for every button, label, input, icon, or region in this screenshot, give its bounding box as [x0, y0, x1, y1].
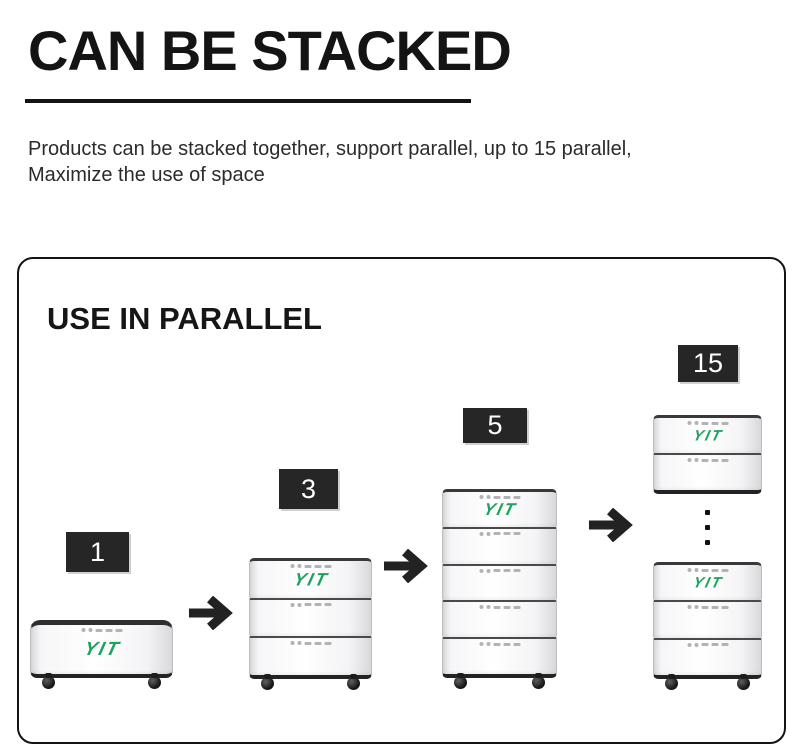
battery-unit: YIT — [442, 489, 557, 527]
count-label-1: 1 — [66, 532, 129, 572]
led-indicators — [687, 568, 728, 572]
yit-logo: YIT — [81, 639, 123, 661]
count-label-15: 15 — [678, 345, 738, 382]
battery-unit — [442, 526, 557, 564]
yit-logo: YIT — [690, 427, 725, 445]
arrow-right-icon — [384, 549, 428, 583]
battery-unit — [653, 637, 762, 679]
wheel-icon — [42, 673, 55, 689]
wheel-icon — [347, 674, 360, 690]
led-indicators — [290, 602, 331, 607]
battery-unit: YIT — [653, 415, 762, 453]
page-title: CAN BE STACKED — [28, 19, 512, 82]
stack-15-lower: YIT — [653, 562, 762, 690]
stack-3: YIT — [249, 558, 372, 690]
led-indicators — [290, 641, 331, 646]
count-label-3: 3 — [279, 469, 338, 509]
led-indicators — [479, 605, 520, 610]
battery-unit: YIT — [653, 562, 762, 601]
wheel-icon — [665, 674, 678, 690]
led-indicators — [687, 458, 728, 462]
led-indicators — [687, 421, 728, 425]
count-label-5: 5 — [463, 408, 527, 443]
led-indicators — [479, 495, 520, 499]
led-indicators — [290, 564, 331, 568]
led-indicators — [687, 642, 728, 647]
battery-unit — [653, 453, 762, 494]
battery-unit — [653, 600, 762, 638]
arrow-right-icon — [189, 596, 233, 630]
yit-logo: YIT — [690, 574, 725, 592]
wheel-icon — [148, 673, 161, 689]
wheel-icon — [261, 674, 274, 690]
stack-5: YIT — [442, 489, 557, 689]
ellipsis-icon — [705, 510, 710, 545]
led-indicators — [479, 531, 520, 536]
battery-unit — [249, 597, 372, 637]
battery-unit — [249, 636, 372, 680]
led-indicators — [479, 642, 520, 647]
battery-unit — [442, 600, 557, 638]
battery-unit — [442, 563, 557, 601]
subtitle-line-2: Maximize the use of space — [28, 164, 265, 186]
subtitle: Products can be stacked together, suppor… — [28, 136, 632, 188]
led-indicators — [687, 605, 728, 610]
wheel-icon — [737, 674, 750, 690]
yit-logo: YIT — [291, 569, 331, 590]
led-indicators — [81, 628, 122, 632]
led-indicators — [479, 568, 520, 573]
battery-unit: YIT — [249, 558, 372, 598]
stack-15-upper: YIT — [653, 415, 762, 494]
yit-logo: YIT — [481, 500, 519, 520]
stack-1: YIT — [30, 620, 173, 689]
wheel-icon — [454, 673, 467, 689]
wheel-icon — [532, 673, 545, 689]
arrow-right-icon — [589, 508, 633, 542]
battery-unit — [442, 637, 557, 678]
title-underline — [25, 99, 471, 103]
battery-unit: YIT — [30, 620, 173, 678]
panel-heading: USE IN PARALLEL — [47, 301, 322, 336]
subtitle-line-1: Products can be stacked together, suppor… — [28, 138, 632, 160]
